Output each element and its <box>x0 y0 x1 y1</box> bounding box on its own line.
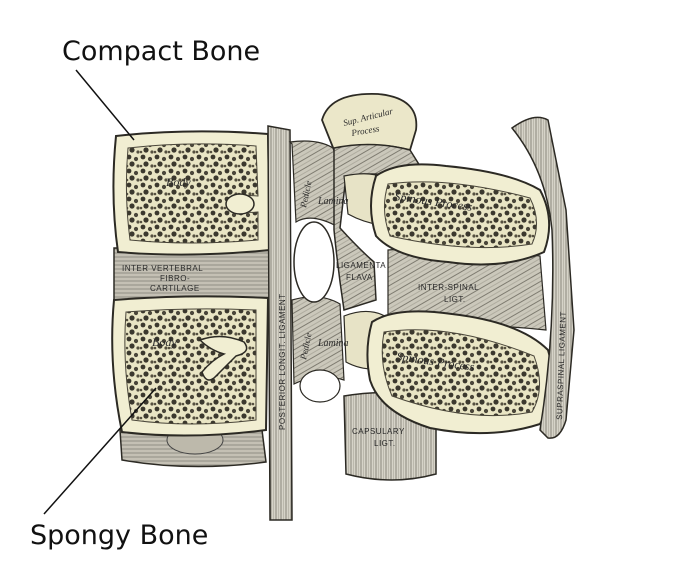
body-upper-label: Body <box>166 175 191 189</box>
superior-articular-process <box>321 93 418 152</box>
capsulary-label: CAPSULARY <box>352 427 405 436</box>
posterior-longitudinal-ligament <box>267 125 293 521</box>
spongy-bone-label: Spongy Bone <box>30 520 209 551</box>
posterior-longit-ligament-label: POSTERIOR LONGIT. LIGAMENT <box>278 293 287 430</box>
lamina-upper-label: Lamina <box>317 196 349 207</box>
body-lower-label: Body <box>152 335 177 349</box>
interspinal-label: INTER-SPINAL <box>418 283 479 292</box>
cartilage-label: CARTILAGE <box>150 284 200 293</box>
upper-vertebral-body <box>112 130 272 256</box>
ligt-interspinal-label: LIGT. <box>444 295 466 304</box>
intervertebral-disc <box>113 247 273 301</box>
ligt-capsulary-label: LIGT. <box>374 439 396 448</box>
pedicle-region <box>288 140 345 403</box>
upper-spinous-process <box>370 163 551 266</box>
supraspinal-ligament <box>510 116 575 439</box>
intervertebral-label: INTER VERTEBRAL <box>122 264 203 273</box>
fibro-label: FIBRO- <box>160 274 190 283</box>
lower-spinous-process <box>366 310 554 435</box>
flava-label: FLAVA <box>346 273 373 282</box>
spongy-bone-leader-line <box>43 387 157 515</box>
ligamenta-label: LIGAMENTA <box>336 261 386 270</box>
compact-bone-label: Compact Bone <box>62 36 261 67</box>
compact-bone-leader-line <box>75 69 135 141</box>
lower-vertebral-body <box>111 295 270 437</box>
lamina-lower-label: Lamina <box>317 338 349 349</box>
supraspinal-ligament-label: SUPRASPINAL LIGAMENT <box>555 311 568 420</box>
